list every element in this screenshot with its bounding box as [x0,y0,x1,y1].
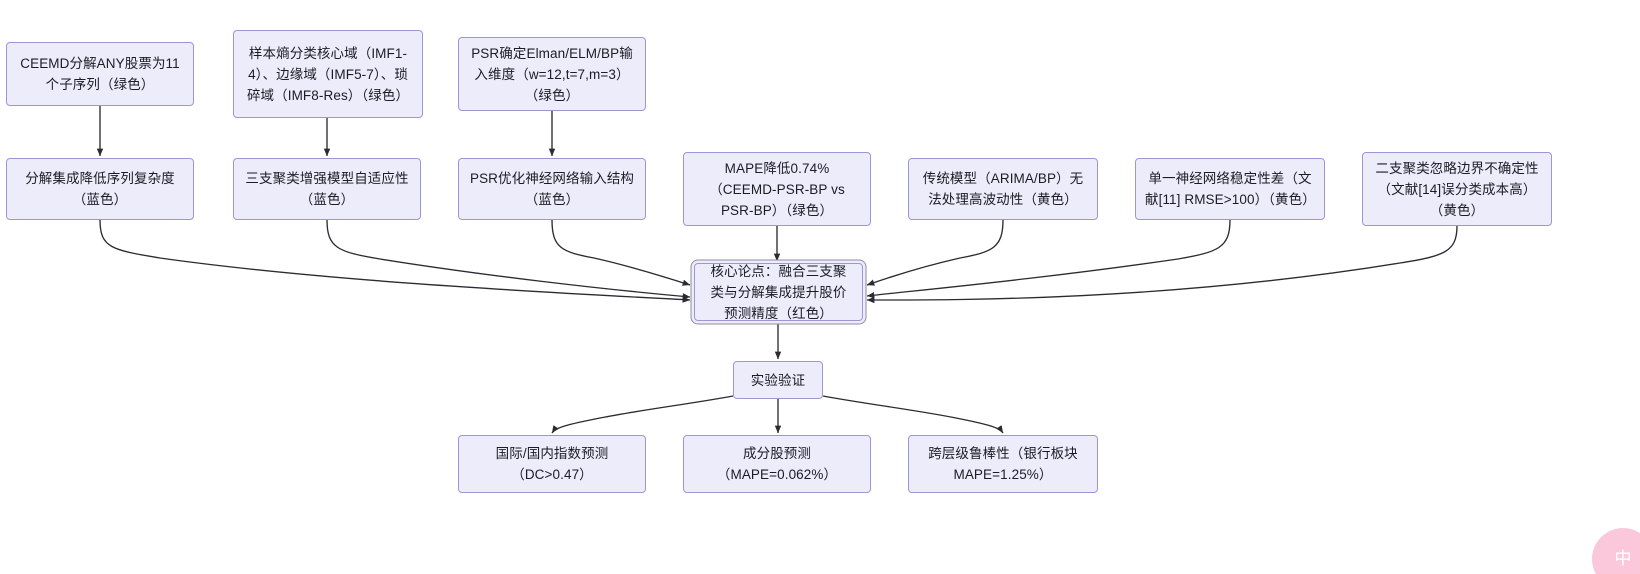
node-label: MAPE降低0.74%（CEEMD-PSR-BP vs PSR-BP）（绿色） [709,160,845,218]
node-core-argument[interactable]: 核心论点：融合三支聚类与分解集成提升股价预测精度（红色） [694,263,863,321]
node-label: 二支聚类忽略边界不确定性（文献[14]误分类成本高）（黄色） [1375,160,1539,218]
node-label: 国际/国内指数预测（DC>0.47） [495,446,609,482]
node-ceemd-decomposition[interactable]: CEEMD分解ANY股票为11个子序列（绿色） [6,42,194,106]
node-label: 传统模型（ARIMA/BP）无法处理高波动性（黄色） [922,171,1084,207]
edge-n6-n11 [551,219,691,286]
node-label: 实验验证 [750,372,806,388]
edge-n9-n11 [866,219,1231,299]
node-psr-input-dimension[interactable]: PSR确定Elman/ELM/BP输入维度（w=12,t=7,m=3）（绿色） [458,37,646,111]
node-cross-level-robustness-result[interactable]: 跨层级鲁棒性（银行板块MAPE=1.25%） [908,435,1098,493]
node-mape-reduction-evidence[interactable]: MAPE降低0.74%（CEEMD-PSR-BP vs PSR-BP）（绿色） [683,152,871,226]
node-experimental-verification[interactable]: 实验验证 [733,361,823,399]
node-label: PSR优化神经网络输入结构（蓝色） [469,171,635,207]
node-label: 分解集成降低序列复杂度（蓝色） [25,171,175,207]
node-sample-entropy-classification[interactable]: 样本熵分类核心域（IMF1-4）、边缘域（IMF5-7）、琐碎域（IMF8-Re… [233,30,423,118]
node-decomposition-reduces-complexity[interactable]: 分解集成降低序列复杂度（蓝色） [6,158,194,220]
node-label: CEEMD分解ANY股票为11个子序列（绿色） [20,56,180,92]
watermark-badge: 中 [1592,528,1640,574]
node-single-network-instability[interactable]: 单一神经网络稳定性差（文献[11] RMSE>100）（黄色） [1135,158,1325,220]
node-constituent-stock-result[interactable]: 成分股预测（MAPE=0.062%） [683,435,871,493]
node-traditional-model-limitation[interactable]: 传统模型（ARIMA/BP）无法处理高波动性（黄色） [908,158,1098,220]
node-label: 三支聚类增强模型自适应性（蓝色） [245,171,409,207]
node-psr-optimizes-network-input[interactable]: PSR优化神经网络输入结构（蓝色） [458,158,646,220]
node-label: 样本熵分类核心域（IMF1-4）、边缘域（IMF5-7）、琐碎域（IMF8-Re… [246,45,410,103]
node-two-way-clustering-limitation[interactable]: 二支聚类忽略边界不确定性（文献[14]误分类成本高）（黄色） [1362,152,1552,226]
edge-n8-n11 [866,219,1004,286]
node-label: 单一神经网络稳定性差（文献[11] RMSE>100）（黄色） [1145,171,1316,207]
node-label: 核心论点：融合三支聚类与分解集成提升股价预测精度（红色） [710,263,847,321]
edge-n12-n15 [822,395,1004,434]
node-three-way-clustering-adaptivity[interactable]: 三支聚类增强模型自适应性（蓝色） [233,158,421,220]
node-label: PSR确定Elman/ELM/BP输入维度（w=12,t=7,m=3）（绿色） [471,45,633,103]
node-label: 成分股预测（MAPE=0.062%） [716,446,838,482]
edge-n4-n11 [99,219,691,303]
edge-n12-n13 [551,395,734,434]
node-index-prediction-result[interactable]: 国际/国内指数预测（DC>0.47） [458,435,646,493]
watermark-line1: 中 [1614,548,1632,569]
edge-n5-n11 [326,219,691,300]
node-label: 跨层级鲁棒性（银行板块MAPE=1.25%） [928,446,1078,482]
edge-n10-n11 [866,225,1458,304]
